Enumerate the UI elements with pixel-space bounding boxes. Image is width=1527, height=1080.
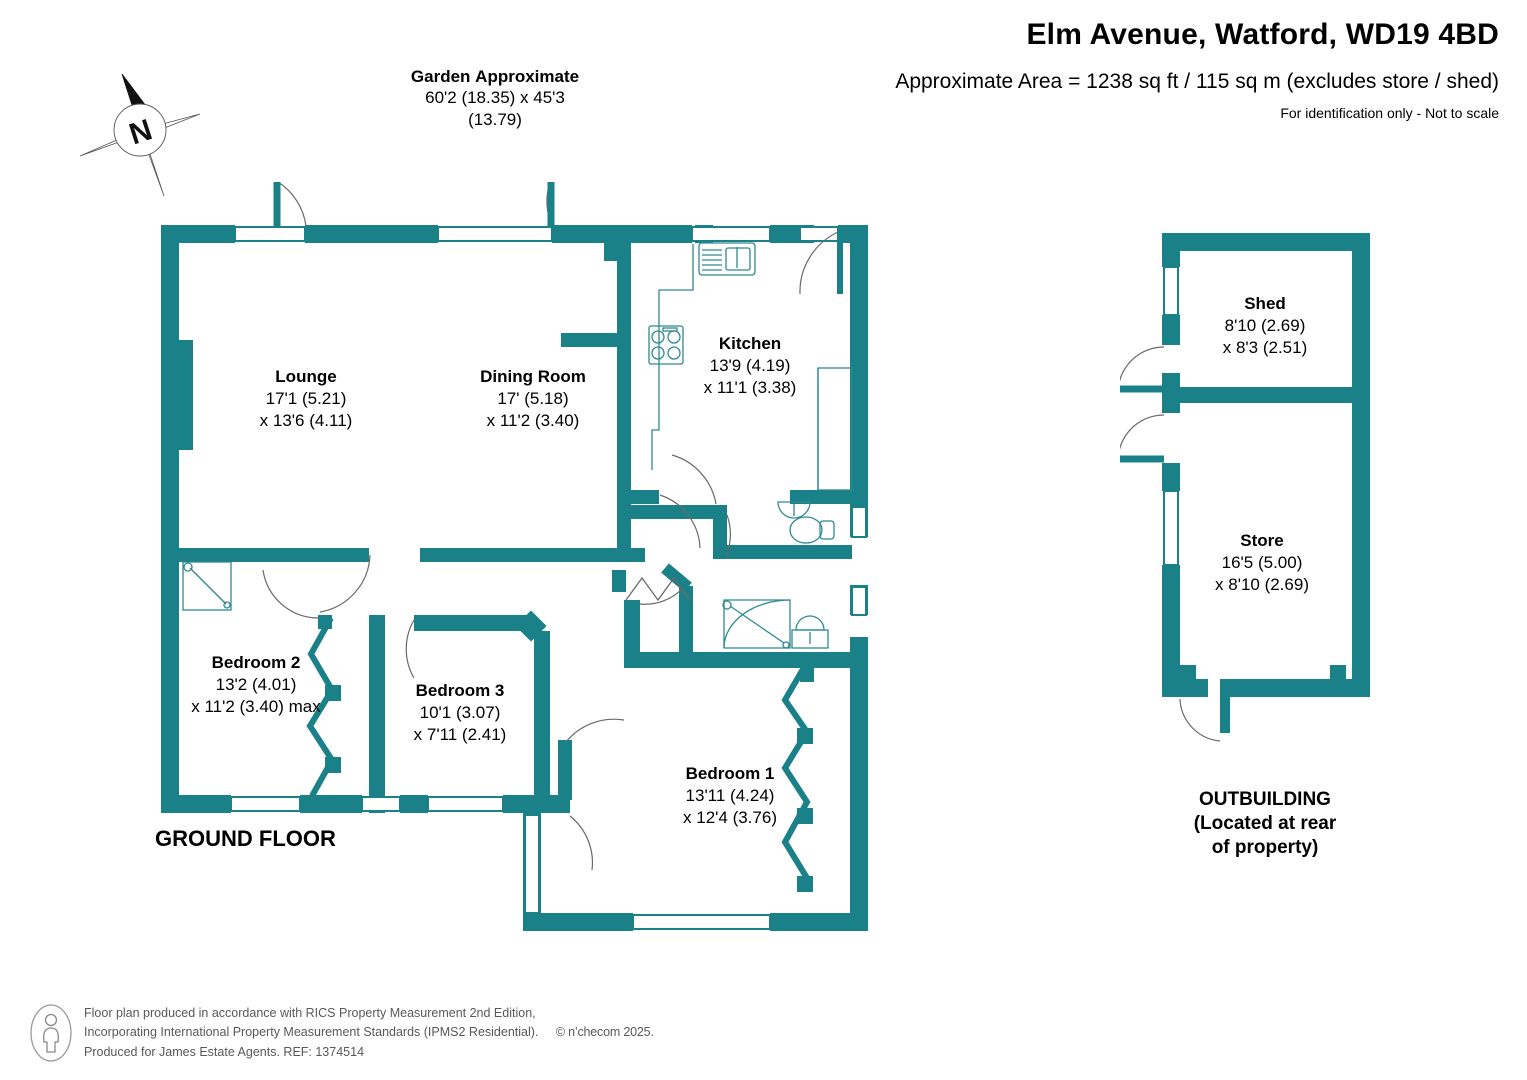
room-dim-1: 13'11 (4.24) [685, 786, 775, 806]
outbuilding-title-line-3: of property) [1211, 836, 1319, 858]
door-swings [262, 181, 843, 871]
room-dim-1: 13'9 (4.19) [709, 356, 791, 376]
ground-floor-walls [161, 225, 868, 931]
room-name: Bedroom 2 [211, 653, 301, 672]
person-info-icon [30, 1004, 72, 1062]
footer-copyright: © n’checom 2025. [555, 1025, 654, 1040]
ground-floor-plan [161, 181, 868, 931]
room-name: Shed [1244, 294, 1286, 313]
room-dim-2: x 8'10 (2.69) [1215, 575, 1309, 595]
room-name: Lounge [275, 367, 337, 386]
footer-text: Floor plan produced in accordance with R… [84, 1004, 654, 1062]
footer-line-2: Incorporating International Property Mea… [84, 1023, 654, 1042]
room-dim-2: x 7'11 (2.41) [413, 725, 507, 745]
room-dim-2: x 8'3 (2.51) [1222, 338, 1308, 358]
page-title: Elm Avenue, Watford, WD19 4BD [1026, 18, 1499, 51]
garden-approximate: Approximate [475, 67, 580, 86]
room-name: Bedroom 3 [415, 681, 505, 700]
room-dim-1: 17'1 (5.21) [265, 389, 347, 409]
room-label-bedroom-1: Bedroom 1 13'11 (4.24) x 12'4 (3.76) [664, 763, 796, 829]
sink-icon [698, 242, 756, 276]
outbuilding-door-swings [1120, 346, 1221, 742]
room-label-bedroom-3: Bedroom 3 10'1 (3.07) x 7'11 (2.41) [398, 680, 522, 746]
room-dim-1: 16'5 (5.00) [1221, 553, 1303, 573]
garden-dim-1: 60'2 (18.35) [425, 88, 516, 108]
hall-cupboard [625, 576, 691, 602]
ground-floor-title: GROUND FLOOR [155, 826, 336, 851]
wardrobe-fronts [306, 616, 811, 880]
room-dim-1: 17' (5.18) [497, 389, 569, 409]
footer: Floor plan produced in accordance with R… [30, 1004, 654, 1062]
footer-line-2a: Incorporating International Property Mea… [84, 1025, 539, 1040]
garden-name: Garden [410, 67, 471, 86]
wc-fixtures [777, 501, 835, 544]
room-dim-2: x 13'6 (4.11) [259, 411, 353, 431]
room-label-shed: Shed 8'10 (2.69) x 8'3 (2.51) [1195, 293, 1335, 359]
approximate-area-text: Approximate Area = 1238 sq ft / 115 sq m… [895, 70, 1499, 93]
room-dim-2: x 12'4 (3.76) [683, 808, 777, 828]
windows [230, 226, 867, 930]
room-name: Dining Room [480, 367, 586, 386]
fixtures [182, 242, 853, 879]
outbuilding-plan [1120, 233, 1370, 742]
compass-rose: N [78, 70, 208, 200]
outbuilding-windows [1163, 266, 1179, 566]
outbuilding-title: OUTBUILDING (Located at rear of property… [1170, 788, 1360, 859]
room-label-store: Store 16'5 (5.00) x 8'10 (2.69) [1190, 530, 1334, 596]
kitchen-counter-outline [651, 244, 694, 470]
room-name: Store [1240, 531, 1284, 550]
shower-room-fixtures [722, 599, 829, 649]
room-label-dining-room: Dining Room 17' (5.18) x 11'2 (3.40) [458, 366, 608, 432]
room-label-bedroom-2: Bedroom 2 13'2 (4.01) x 11'2 (3.40) max [186, 652, 326, 718]
lounge-corner-unit [182, 561, 232, 611]
garden-dim-2: x 45'3 (13.79) [468, 88, 565, 129]
hob-icon [648, 325, 684, 365]
room-dim-2: x 11'2 (3.40) [486, 411, 580, 431]
room-name: Bedroom 1 [685, 764, 775, 783]
room-dim-1: 10'1 (3.07) [419, 703, 501, 723]
outbuilding-walls [1162, 233, 1370, 733]
room-dim-2: x 11'2 (3.40) max [191, 697, 321, 717]
outbuilding-title-line-2: (Located at rear [1193, 812, 1337, 834]
garden-label: Garden Approximate 60'2 (18.35) x 45'3 (… [400, 66, 590, 130]
room-dim-1: 8'10 (2.69) [1224, 316, 1306, 336]
room-label-lounge: Lounge 17'1 (5.21) x 13'6 (4.11) [241, 366, 371, 432]
footer-line-1: Floor plan produced in accordance with R… [84, 1005, 536, 1020]
room-name: Kitchen [718, 334, 782, 353]
room-dim-1: 13'2 (4.01) [215, 675, 297, 695]
footer-line-3: Produced for James Estate Agents. REF: 1… [84, 1044, 365, 1059]
room-label-kitchen: Kitchen 13'9 (4.19) x 11'1 (3.38) [688, 333, 812, 399]
room-dim-2: x 11'1 (3.38) [703, 378, 797, 398]
outbuilding-title-line-1: OUTBUILDING [1199, 789, 1331, 810]
identification-note: For identification only - Not to scale [1280, 105, 1499, 121]
